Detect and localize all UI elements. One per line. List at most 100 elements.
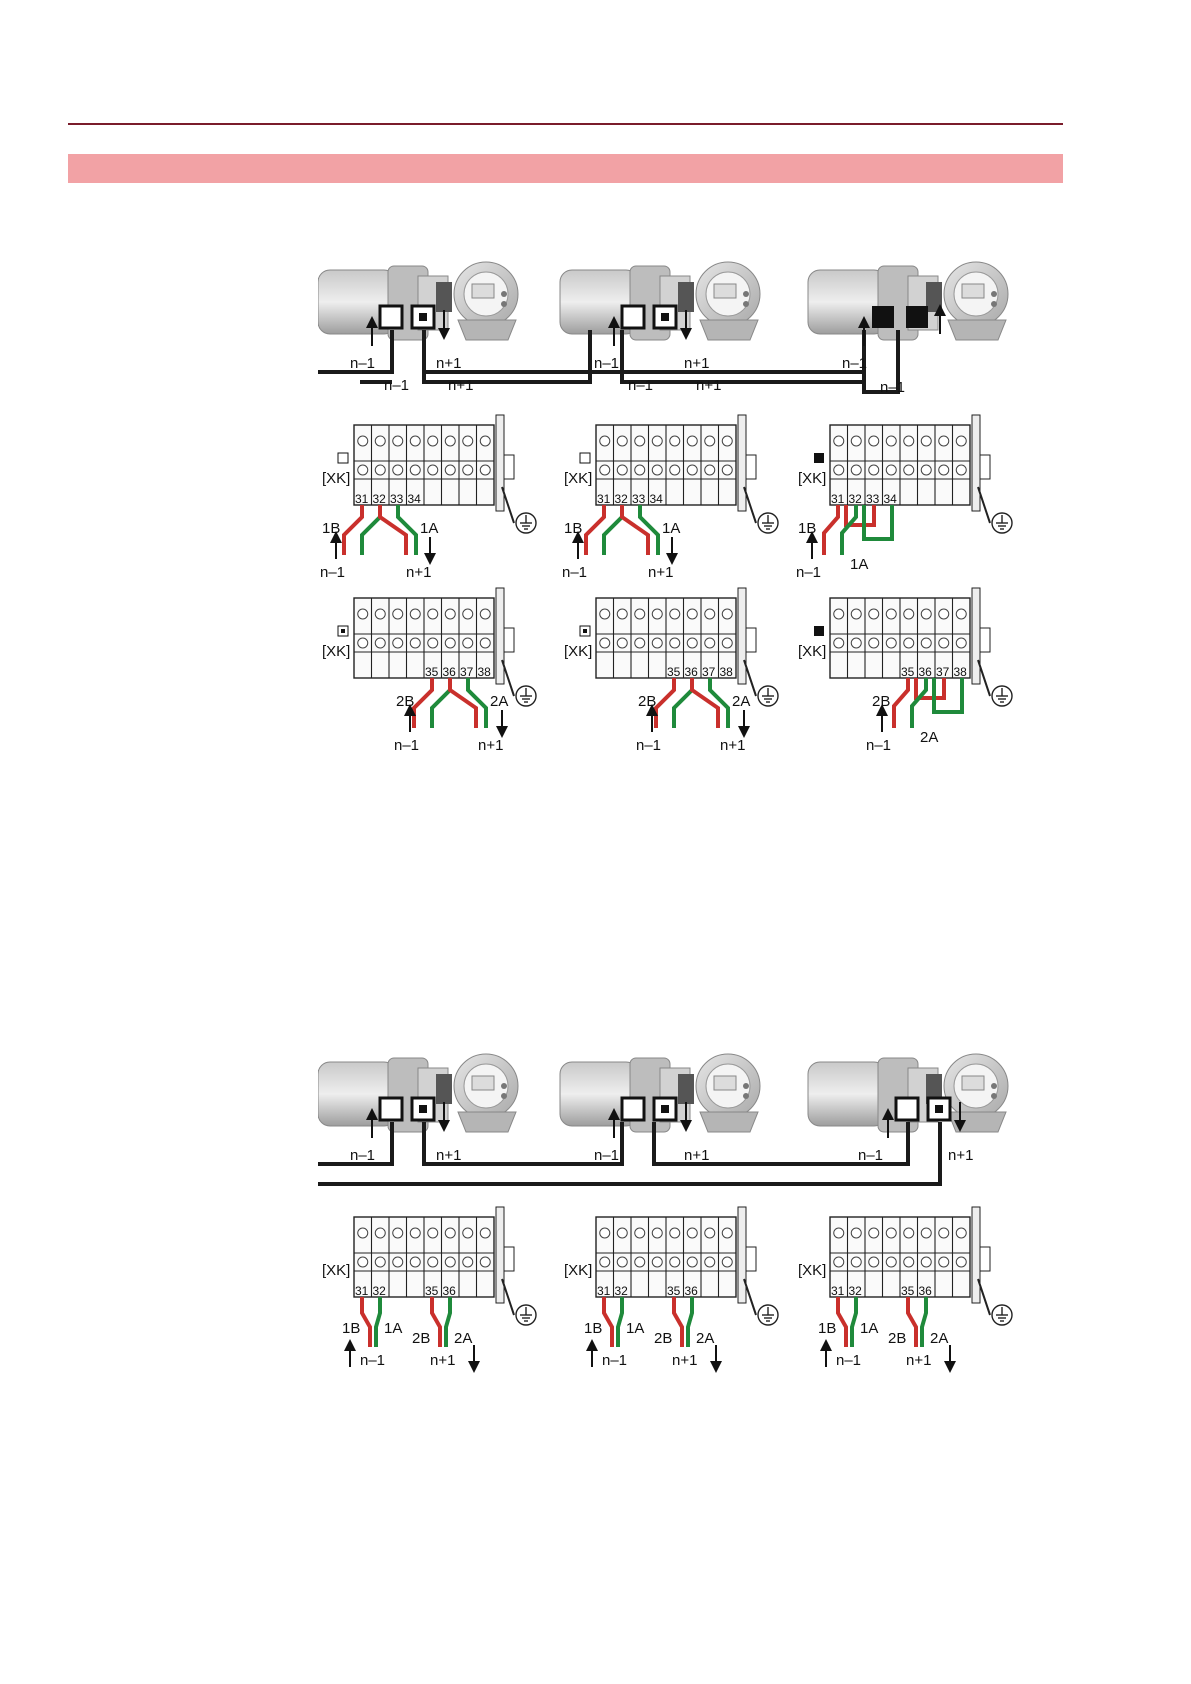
terminal-number: 35	[425, 1284, 439, 1298]
channel-label-1A: 1A	[850, 556, 868, 573]
terminal-number: 35	[667, 665, 681, 679]
channel-label-2B: 2B	[654, 1330, 672, 1347]
terminal-group-2: [XK] 31 32 33 34 1B 1A n–1 n+1	[562, 414, 779, 581]
label-n-plus: n+1	[436, 1147, 461, 1164]
channel-label-1A: 1A	[420, 520, 438, 537]
label-n-minus: n–1	[350, 1147, 375, 1164]
wires	[342, 505, 418, 555]
terminal-number: 34	[408, 492, 422, 506]
section-band	[68, 154, 1063, 183]
terminal-number: 33	[632, 492, 646, 506]
label-n-minus: n–1	[858, 1147, 883, 1164]
label-n-plus: n+1	[684, 1147, 709, 1164]
terminal-number: 38	[954, 665, 968, 679]
label-n-plus: n+1	[948, 1147, 973, 1164]
terminal-group-3: [XK] 31 32 35 36 1B 1A 2B 2A n–1 n+1	[798, 1206, 1013, 1373]
terminal-group-3: [XK] 31 32 33 34 1B 1A n–1	[796, 414, 1013, 581]
direction-arrows	[366, 304, 946, 346]
label-n-plus: n+1	[720, 737, 745, 754]
channel-label-1B: 1B	[818, 1320, 836, 1337]
channel-label-2B: 2B	[412, 1330, 430, 1347]
terminal-number: 32	[849, 1284, 863, 1298]
header-rule	[68, 123, 1063, 125]
terminal-number: 32	[615, 492, 629, 506]
diagram-2-svg: n–1 n+1 n–1 n+1 n–1 n+1 [XK] 31 32 35 36…	[318, 1053, 1013, 1373]
terminal-row-channel-2: [XK] 35 36 37 38 2B 2A n–1 n+1	[322, 587, 1013, 754]
terminal-number: 35	[901, 665, 915, 679]
channel-label-2B: 2B	[638, 693, 656, 710]
label-n-minus: n–1	[836, 1352, 861, 1369]
channel-label-2B: 2B	[396, 693, 414, 710]
terminal-number: 31	[355, 492, 369, 506]
label-n-minus: n–1	[384, 377, 409, 394]
channel-label-1B: 1B	[798, 520, 816, 537]
label-n-minus: n–1	[320, 564, 345, 581]
channel-label-2A: 2A	[930, 1330, 948, 1347]
xk-label: [XK]	[322, 470, 350, 487]
channel-label-2B: 2B	[872, 693, 890, 710]
label-n-minus: n–1	[594, 355, 619, 372]
channel-label-1B: 1B	[342, 1320, 360, 1337]
terminal-number: 31	[831, 492, 845, 506]
terminal-number: 31	[597, 492, 611, 506]
terminal-number: 31	[597, 1284, 611, 1298]
channel-label-1B: 1B	[564, 520, 582, 537]
channel-label-1A: 1A	[860, 1320, 878, 1337]
terminal-number: 32	[615, 1284, 629, 1298]
xk-label: [XK]	[322, 643, 350, 660]
terminal-group-1: [XK] 31 32 35 36 1B 1A 2B 2A n–1 n+1	[322, 1206, 537, 1373]
label-n-plus: n+1	[430, 1352, 455, 1369]
terminal-group-4: [XK] 35 36 37 38 2B 2A n–1 n+1	[322, 587, 537, 754]
xk-label: [XK]	[798, 1262, 826, 1279]
label-n-minus: n–1	[796, 564, 821, 581]
label-n-plus: n+1	[672, 1352, 697, 1369]
terminal-row: [XK] 31 32 35 36 1B 1A 2B 2A n–1 n+1	[322, 1206, 1013, 1373]
terminal-number: 37	[702, 665, 716, 679]
label-n-minus: n–1	[866, 737, 891, 754]
label-n-plus: n+1	[684, 355, 709, 372]
channel-label-2A: 2A	[454, 1330, 472, 1347]
xk-label: [XK]	[798, 643, 826, 660]
terminal-number: 35	[901, 1284, 915, 1298]
label-n-plus: n+1	[478, 737, 503, 754]
terminal-number: 36	[685, 665, 699, 679]
terminal-number: 31	[831, 1284, 845, 1298]
terminal-number: 36	[919, 665, 933, 679]
label-n-minus: n–1	[594, 1147, 619, 1164]
label-n-minus: n–1	[602, 1352, 627, 1369]
connector-boxes	[378, 304, 928, 330]
terminal-number: 34	[884, 492, 898, 506]
terminal-row-channel-1: [XK] 31 32 33 34 1B 1A n–1 n+1 [XK]	[320, 414, 1013, 581]
label-n-minus: n–1	[360, 1352, 385, 1369]
connector-boxes	[378, 1096, 952, 1122]
channel-label-2B: 2B	[888, 1330, 906, 1347]
terminal-group-5: [XK] 35 36 37 38 2B 2A n–1 n+1	[564, 587, 779, 754]
wiring-diagram-line-topology: n–1 n+1 n–1 n+1 n–1 n+1 [XK] 31 32 35 36…	[318, 1042, 1043, 1382]
terminal-number: 32	[373, 492, 387, 506]
terminal-number: 33	[390, 492, 404, 506]
label-n-plus: n+1	[648, 564, 673, 581]
bus-labels: n–1 n+1 n–1 n+1 n–1 n+1	[350, 1147, 973, 1164]
label-n-plus: n+1	[906, 1352, 931, 1369]
channel-label-1A: 1A	[626, 1320, 644, 1337]
wiring-diagram-ring-topology: n–1 n+1 n–1 n+1 n–1 n+1 n–1 n+1 n–1 n–1 …	[318, 250, 1043, 760]
xk-label: [XK]	[798, 470, 826, 487]
label-n-plus: n+1	[406, 564, 431, 581]
terminal-number: 36	[919, 1284, 933, 1298]
terminal-number: 31	[355, 1284, 369, 1298]
terminal-number: 32	[849, 492, 863, 506]
label-n-plus: n+1	[448, 377, 473, 394]
channel-label-2A: 2A	[696, 1330, 714, 1347]
channel-label-1B: 1B	[322, 520, 340, 537]
channel-label-2A: 2A	[490, 693, 508, 710]
label-n-plus: n+1	[436, 355, 461, 372]
label-n-minus: n–1	[350, 355, 375, 372]
bus-labels: n–1 n+1 n–1 n+1 n–1 n+1 n–1 n+1 n–1 n–1	[350, 355, 905, 396]
label-n-minus: n–1	[636, 737, 661, 754]
terminal-group-1: [XK] 31 32 33 34 1B 1A n–1 n+1	[320, 414, 537, 581]
terminal-number: 38	[478, 665, 492, 679]
label-n-minus: n–1	[628, 377, 653, 394]
xk-label: [XK]	[322, 1262, 350, 1279]
direction-arrows	[366, 1102, 966, 1138]
label-n-plus: n+1	[696, 377, 721, 394]
